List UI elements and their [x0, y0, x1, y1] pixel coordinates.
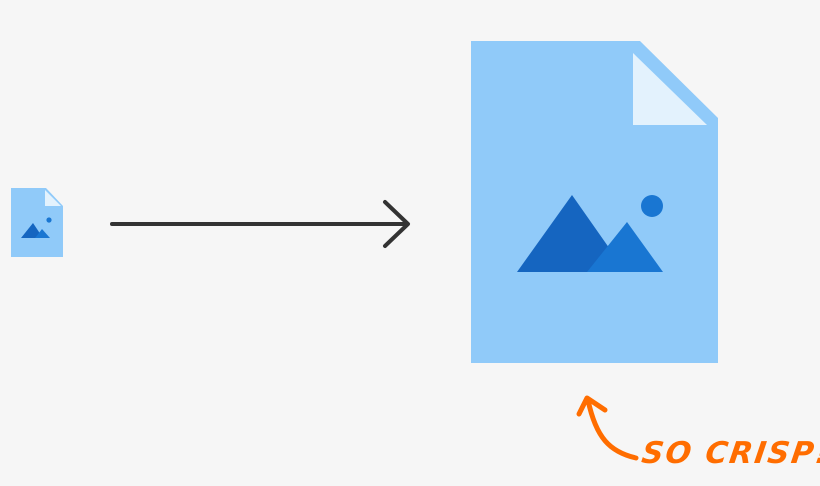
small-file-fold	[45, 190, 61, 206]
curved-arrow-up-icon	[576, 395, 639, 461]
small-image-file-icon	[11, 188, 63, 257]
large-mountain-small	[587, 222, 663, 272]
large-file-body	[471, 41, 718, 363]
pointer-curve	[585, 397, 639, 461]
arrow-right-icon	[110, 200, 410, 248]
large-mountain-large	[517, 195, 626, 272]
large-file-fold	[633, 53, 707, 125]
pointer-head	[576, 395, 608, 417]
small-sun	[46, 217, 52, 223]
small-file-body	[11, 188, 63, 257]
large-image-file-icon	[471, 41, 718, 363]
small-mountain-small	[35, 229, 50, 238]
arrow-head	[383, 200, 410, 248]
large-sun	[641, 195, 663, 217]
caption-text: SO CRISP!	[639, 436, 820, 471]
small-mountain-large	[21, 223, 43, 238]
